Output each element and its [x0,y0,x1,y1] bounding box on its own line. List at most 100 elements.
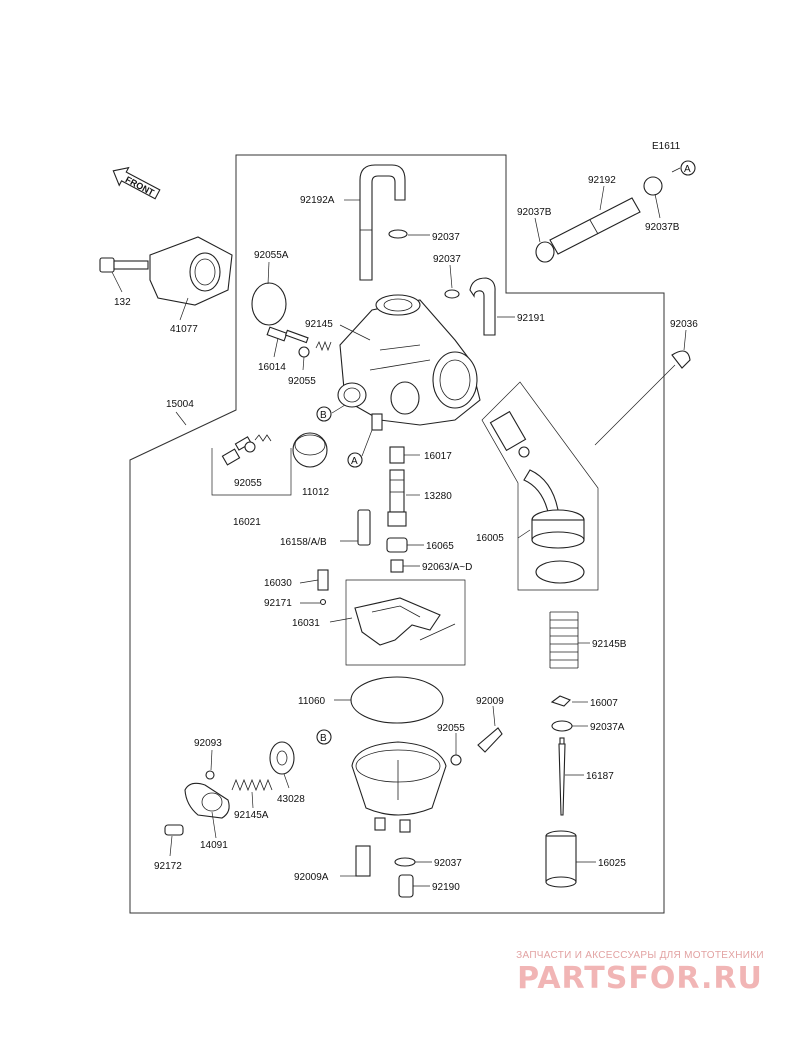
label-92172: 92172 [154,861,182,872]
screw-92172 [164,824,184,836]
callout-b-mid: B [316,406,332,422]
clip-92037-top [388,229,408,239]
label-15004: 15004 [166,399,194,410]
label-16030: 16030 [264,578,292,589]
cap-92036 [671,350,691,369]
label-16187: 16187 [586,771,614,782]
label-92171: 92171 [264,598,292,609]
leader-lines [111,167,687,887]
hose-92190 [398,874,414,898]
label-92191: 92191 [517,313,545,324]
throttle-valve-16025 [545,830,577,888]
label-92009: 92009 [476,696,504,707]
washer-43028-hole [276,750,288,766]
label-92055a: 92055A [254,250,289,261]
label-92145a: 92145A [234,810,269,821]
float-16031 [354,597,456,646]
jet-16158 [357,509,371,546]
float-box-16031 [345,579,466,666]
label-14091: 14091 [200,840,228,851]
pin-16030 [317,569,329,591]
label-92145b: 92145B [592,639,627,650]
tube-92192 [535,176,663,263]
needle-jet-13280 [387,469,407,527]
ring-92171 [319,598,327,606]
hose-92191 [469,277,496,336]
o-ring-92055a [251,282,287,326]
label-13280: 13280 [424,491,452,502]
label-16021: 16021 [233,517,261,528]
o-ring-92055-a [298,346,310,358]
label-132: 132 [114,297,131,308]
label-16014: 16014 [258,362,286,373]
label-92192: 92192 [588,175,616,186]
label-92055-a: 92055 [288,376,316,387]
svg-text:B: B [320,733,327,744]
spring-92145b [549,611,579,669]
label-92190: 92190 [432,882,460,893]
label-92036: 92036 [670,319,698,330]
intake-holder-41077 [149,236,233,306]
label-92063: 92063/A~D [422,562,472,573]
label-16007: 16007 [590,698,618,709]
label-92037-mid: 92037 [433,254,461,265]
svg-text:A: A [684,164,691,175]
cap-11012 [292,432,328,468]
starter-16005 [489,410,585,584]
label-92192a: 92192A [300,195,335,206]
label-16158: 16158/A/B [280,537,327,548]
cover-14091 [184,782,230,819]
label-92037b-right: 92037B [645,222,680,233]
spring-92145 [315,340,332,352]
main-jet-92063 [390,559,404,573]
leader-92036 [594,364,676,446]
label-92009a: 92009A [294,872,329,883]
label-16025: 16025 [598,858,626,869]
screw-16014 [266,326,309,344]
float-valve-92009 [477,727,503,753]
label-16005: 16005 [476,533,504,544]
watermark-tagline: ЗАПЧАСТИ И АКСЕССУАРЫ ДЛЯ МОТОТЕХНИКИ [516,950,764,961]
bracket-16021 [211,448,292,496]
spring-92145a [231,778,273,792]
vent-tube-92192a [359,164,406,281]
retainer-92037a [551,720,573,732]
label-11012: 11012 [302,487,330,498]
label-11060: 11060 [298,696,326,707]
front-arrow-icon: FRONT [112,166,161,200]
label-16065: 16065 [426,541,454,552]
callout-a-mid: A [347,452,363,468]
washer-43028 [269,741,295,775]
clip-16007 [550,695,571,707]
label-92037-top: 92037 [432,232,460,243]
needle-16187 [558,737,566,816]
callout-b-low: B [316,729,332,745]
float-bowl [351,741,447,833]
carburetor-body-15004 [337,294,481,431]
label-92093: 92093 [194,738,222,749]
drain-screw-92009a [355,845,371,877]
diagram-code: E1611 [652,141,681,152]
label-92055-b: 92055 [234,478,262,489]
assembly-frame [129,154,665,914]
holder-16065 [386,537,408,553]
label-92145: 92145 [305,319,333,330]
washer-92093 [205,770,215,780]
jet-16017 [389,446,405,464]
bolt-132 [99,257,149,273]
label-92037b-left: 92037B [517,207,552,218]
watermark-brand: PARTSFOR.RU [517,961,763,996]
label-16031: 16031 [292,618,320,629]
svg-text:B: B [320,410,327,421]
label-92055-c: 92055 [437,723,465,734]
clip-92037-mid [444,289,460,299]
label-16017: 16017 [424,451,452,462]
label-41077: 41077 [170,324,198,335]
starter-box-16005 [481,381,599,591]
clip-92037-bot [394,857,416,867]
front-label: FRONT [124,174,157,198]
label-92037-bot: 92037 [434,858,462,869]
gasket-11060 [350,676,444,724]
o-ring-92055-c [450,754,462,766]
